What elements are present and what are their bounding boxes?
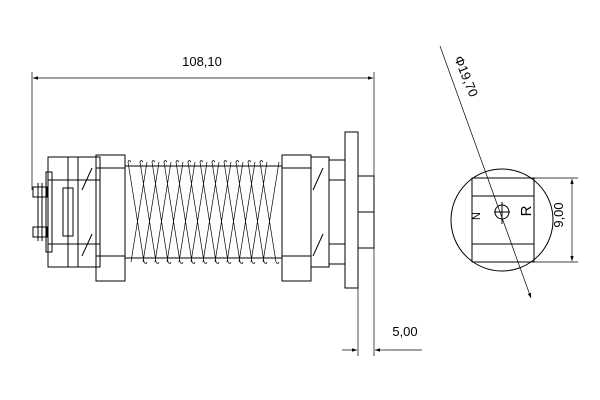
width-dimension: 9,00 xyxy=(534,177,578,263)
r-marking: R xyxy=(518,205,535,216)
coil-spring xyxy=(125,160,282,264)
center-mark xyxy=(494,202,510,224)
slot-rectangle xyxy=(471,177,535,263)
flange xyxy=(344,131,375,289)
diameter-label: Φ19,70 xyxy=(451,54,481,99)
left-terminal xyxy=(32,171,53,253)
n-marking: N xyxy=(471,212,483,220)
flange-thickness-label: 5,00 xyxy=(392,324,417,339)
right-connector xyxy=(310,156,346,268)
diameter-dimension: Φ19,70 xyxy=(439,45,532,299)
length-dimension: 108,10 xyxy=(31,54,375,190)
end-view: Φ19,70 9,00 N R xyxy=(439,45,578,299)
width-label: 9,00 xyxy=(551,202,566,227)
length-label: 108,10 xyxy=(182,54,222,69)
flange-dimension: 5,00 xyxy=(342,248,422,356)
right-collar xyxy=(281,154,312,282)
left-collar xyxy=(95,154,126,282)
outer-circle xyxy=(450,168,554,272)
side-view: 108,10 xyxy=(31,54,422,356)
left-connector xyxy=(47,156,101,268)
